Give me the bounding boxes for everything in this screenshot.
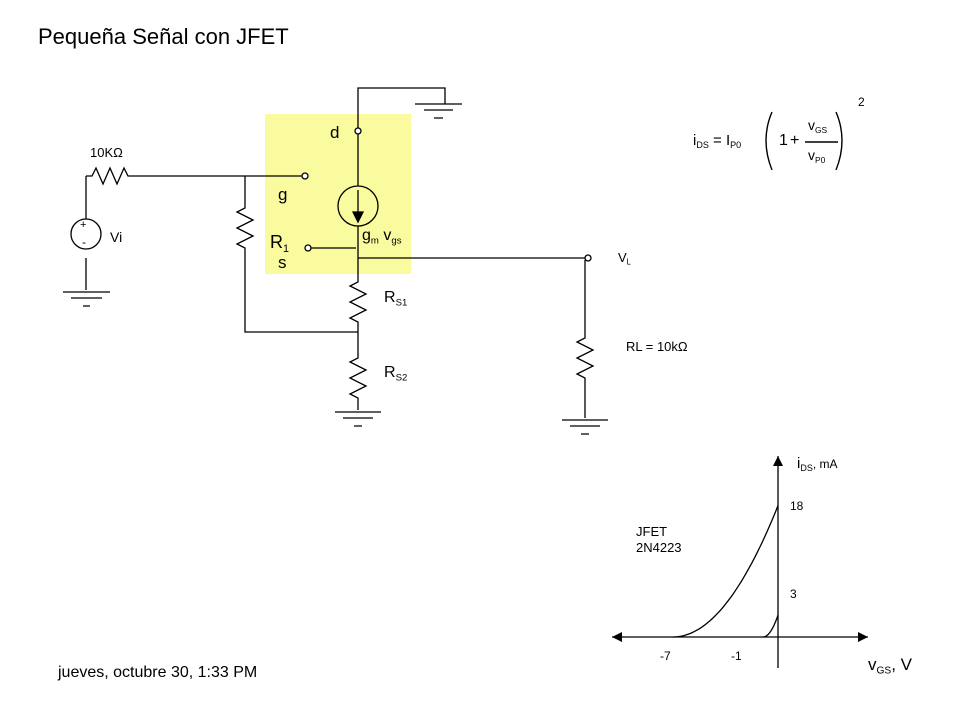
resistor-rs2 — [348, 350, 368, 410]
equation-left-paren — [765, 111, 773, 171]
equation-one: 1 — [779, 132, 788, 149]
ground-input — [63, 258, 110, 307]
chart-curve-2 — [763, 614, 779, 638]
chart-curve-1 — [672, 505, 779, 638]
transfer-chart — [612, 456, 868, 668]
chart-y-axis-arrow — [773, 456, 783, 466]
label-vl: VL — [618, 250, 632, 267]
label-s: s — [278, 253, 287, 272]
label-rs1: RS1 — [384, 289, 408, 309]
gate-terminal — [301, 172, 309, 180]
chart-x-tick-minus1: -1 — [731, 649, 742, 663]
chart-annotation-line1: JFET — [636, 524, 668, 539]
chart-annotation-line2: 2N4223 — [636, 540, 682, 555]
equation-lhs: iDS = IP0 — [693, 132, 742, 151]
equation-denominator: vP0 — [808, 147, 826, 165]
ground-drain — [415, 103, 462, 119]
resistor-r1 — [235, 176, 358, 333]
equation-plus: + — [790, 132, 800, 149]
chart-x-axis-arrow-right — [858, 632, 868, 642]
label-gm-vgs: gm vgs — [362, 227, 402, 247]
ground-rs2 — [335, 411, 381, 427]
equation-right-paren — [835, 111, 843, 171]
label-g: g — [278, 185, 288, 204]
label-rs2: RS2 — [384, 364, 408, 384]
chart-x-axis-arrow-left — [612, 632, 622, 642]
slide-footer-date: jueves, octubre 30, 1:33 PM — [58, 664, 258, 681]
resistor-rl — [575, 260, 595, 418]
label-r1: R1 — [270, 232, 290, 255]
source-minus-sign: - — [82, 235, 86, 249]
drain-terminal — [354, 127, 362, 135]
resistor-rs1 — [348, 262, 368, 350]
equation-exponent: 2 — [858, 95, 865, 109]
ground-rl — [562, 419, 608, 435]
source-terminal — [304, 244, 312, 252]
chart-y-axis-label: iDS, mA — [797, 455, 838, 474]
chart-x-tick-minus7: -7 — [660, 649, 671, 663]
label-d: d — [330, 123, 340, 142]
wire-drain-top — [357, 87, 446, 128]
jfet-model-highlight — [265, 114, 411, 274]
equation-numerator: vGS — [808, 117, 828, 135]
resistor-10k — [86, 166, 136, 186]
label-rl: RL = 10kΩ — [626, 339, 688, 354]
label-10k: 10KΩ — [90, 145, 123, 160]
slide-title: Pequeña Señal con JFET — [38, 24, 289, 49]
output-terminal — [584, 254, 592, 262]
chart-y-tick-18: 18 — [790, 499, 804, 513]
chart-y-tick-3: 3 — [790, 587, 797, 601]
label-vi: Vi — [110, 229, 123, 245]
source-plus-sign: + — [80, 219, 87, 231]
chart-x-axis-label: vGS, V — [868, 655, 913, 677]
